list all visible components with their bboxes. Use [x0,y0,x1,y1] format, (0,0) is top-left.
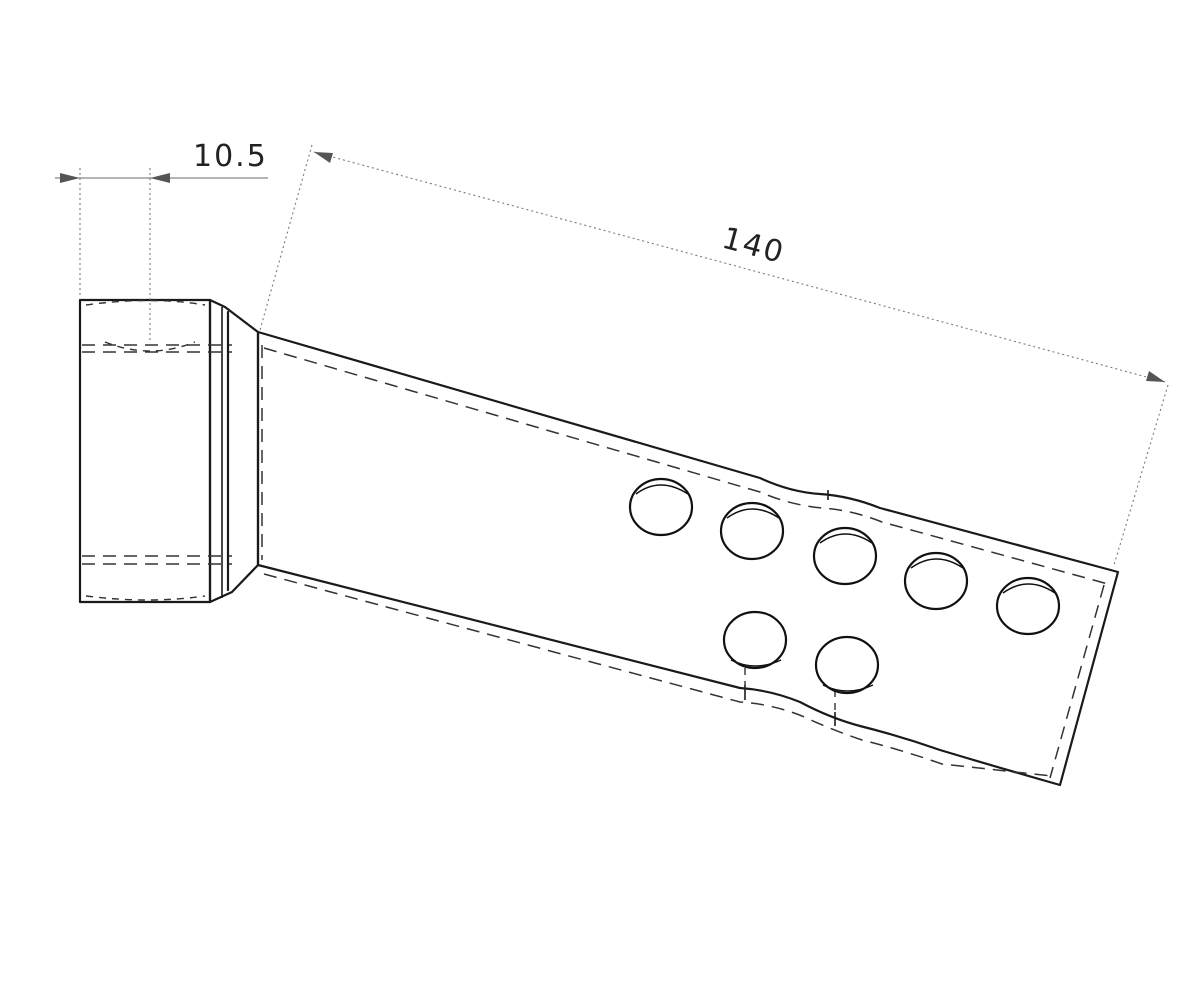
arrow-icon [60,173,80,183]
hole [995,576,1061,636]
tube [256,330,1120,787]
arrow-icon [1146,371,1165,382]
collar-top-hidden-arc [85,299,206,306]
hole [903,551,969,611]
dimension-length: 140 [259,144,1169,566]
hole [719,501,785,561]
extension-line [259,144,313,331]
dimension-line [313,151,1166,383]
dimension-width-label: 10.5 [193,139,268,174]
tube-hidden-right [1049,584,1105,779]
tube-hidden-bottom [263,573,1053,777]
dimension-length-label: 140 [718,221,788,271]
hole [812,526,878,586]
collar-inner-hidden-arc [104,341,196,352]
dimension-width: 10.5 [55,139,268,340]
hole [628,477,694,537]
collar-bottom-hidden-arc [85,595,206,601]
hole [814,635,880,695]
hole [722,610,788,670]
tube-outline [256,330,1120,787]
collar [78,298,260,604]
arrow-icon [150,173,170,183]
tube-hidden-top [263,347,1109,585]
extension-line [1113,384,1169,566]
arrow-icon [314,152,333,163]
holes [628,477,1061,695]
